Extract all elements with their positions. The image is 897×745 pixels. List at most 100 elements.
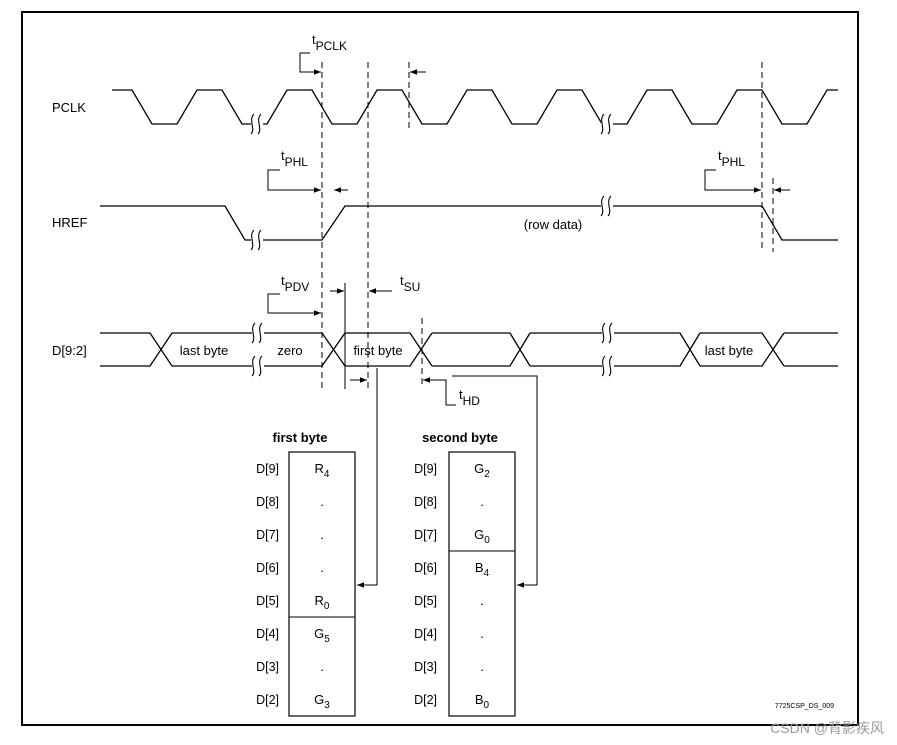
value-subscript: 3 — [324, 700, 330, 711]
value-base: G — [474, 461, 484, 476]
t-pclk-label: tPCLK — [312, 32, 347, 53]
table-row-pin: D[4] — [414, 627, 437, 641]
table-row-value: B4 — [475, 560, 490, 579]
table-row-value: . — [480, 626, 484, 641]
table-row-pin: D[4] — [256, 627, 279, 641]
t-pdv-arrow — [267, 293, 321, 316]
table-row-value: . — [480, 593, 484, 608]
value-base: R — [315, 593, 324, 608]
table-row-pin: D[7] — [256, 528, 279, 542]
table-row-value: B0 — [475, 692, 490, 711]
bus-cell-last-byte-start: last byte — [180, 343, 228, 358]
bus-cell-first-byte: first byte — [353, 343, 402, 358]
pclk-waveform — [112, 89, 838, 125]
t-su-symbol: t — [400, 273, 404, 288]
first-byte-table-title: first byte — [273, 430, 328, 445]
watermark: CSDN @背影疾风 — [770, 720, 884, 736]
table-row-value: . — [320, 494, 324, 509]
href-row-data-note: (row data) — [524, 217, 583, 232]
figure-code: 7725CSP_DS_009 — [775, 703, 834, 710]
second-byte-pointer-arrow — [452, 375, 538, 588]
diagram-frame — [21, 11, 859, 726]
bus-break-mark-right-top — [601, 322, 615, 344]
table-row-value: G3 — [314, 692, 330, 711]
second-byte-table-box — [448, 451, 516, 717]
value-subscript: 4 — [484, 568, 490, 579]
table-row-pin: D[5] — [256, 594, 279, 608]
value-subscript: 0 — [484, 700, 490, 711]
value-base: R — [315, 461, 324, 476]
table-row-value: . — [320, 527, 324, 542]
value-base: . — [320, 527, 324, 542]
table-row-value: G5 — [314, 626, 330, 645]
value-base: G — [314, 626, 324, 641]
t-hd-end-arrow — [423, 377, 456, 406]
first-byte-pointer-arrow — [357, 368, 378, 588]
second-byte-table-title: second byte — [422, 430, 498, 445]
t-su-subscript: SU — [404, 280, 421, 294]
t-phl-end-label: tPHL — [718, 148, 745, 169]
bus-break-mark-left-top — [251, 322, 265, 344]
t-phl-start-label: tPHL — [281, 148, 308, 169]
data-bus-label: D[9:2] — [52, 343, 87, 358]
bus-cell-zero: zero — [277, 343, 302, 358]
value-subscript: 0 — [484, 535, 490, 546]
value-subscript: 0 — [324, 601, 330, 612]
t-hd-subscript: HD — [463, 394, 481, 408]
pclk-label: PCLK — [52, 100, 86, 115]
table-row-pin: D[6] — [256, 561, 279, 575]
table-row-pin: D[8] — [256, 495, 279, 509]
t-phl-end-symbol: t — [718, 148, 722, 163]
t-pclk-symbol: t — [312, 32, 316, 47]
bus-break-mark-left-bottom — [251, 355, 265, 377]
value-base: . — [480, 659, 484, 674]
value-base: . — [480, 494, 484, 509]
second-byte-table: second byte D[9] G2 D[8] . D[7] G0 D[6] … — [414, 430, 516, 717]
t-pdv-label: tPDV — [281, 273, 309, 294]
table-row-pin: D[6] — [414, 561, 437, 575]
value-base: . — [480, 626, 484, 641]
href-break-mark-left — [250, 229, 264, 251]
value-subscript: 2 — [484, 469, 490, 480]
href-break-mark-right — [600, 195, 614, 217]
first-byte-table: first byte D[9] R4 D[8] . D[7] . D[6] . … — [256, 430, 356, 717]
table-row-value: . — [480, 659, 484, 674]
t-phl-end-arrow-a — [704, 169, 761, 193]
table-row-value: G2 — [474, 461, 490, 480]
table-row-value: . — [480, 494, 484, 509]
table-row-pin: D[3] — [414, 660, 437, 674]
table-row-pin: D[7] — [414, 528, 437, 542]
value-base: G — [314, 692, 324, 707]
table-row-value: R0 — [315, 593, 330, 612]
table-row-value: G0 — [474, 527, 490, 546]
t-phl-start-symbol: t — [281, 148, 285, 163]
table-row-pin: D[3] — [256, 660, 279, 674]
table-row-value: . — [320, 560, 324, 575]
value-base: . — [320, 659, 324, 674]
t-pdv-subscript: PDV — [285, 280, 310, 294]
value-base: . — [320, 560, 324, 575]
t-phl-end-subscript: PHL — [722, 155, 746, 169]
bus-break-mark-right-bottom — [601, 355, 615, 377]
table-row-pin: D[2] — [414, 693, 437, 707]
t-su-label: tSU — [400, 273, 420, 294]
value-base: G — [474, 527, 484, 542]
href-waveform — [100, 205, 838, 241]
t-phl-start-subscript: PHL — [285, 155, 309, 169]
table-row-pin: D[9] — [414, 462, 437, 476]
value-base: B — [475, 560, 484, 575]
value-base: . — [480, 593, 484, 608]
t-hd-label: tHD — [459, 387, 480, 408]
value-subscript: 5 — [324, 634, 330, 645]
value-base: B — [475, 692, 484, 707]
href-label: HREF — [52, 215, 87, 230]
pclk-break-mark-left — [250, 113, 264, 135]
table-row-pin: D[2] — [256, 693, 279, 707]
t-pclk-start-arrow — [299, 52, 321, 75]
value-base: . — [320, 494, 324, 509]
t-pclk-subscript: PCLK — [316, 39, 347, 53]
t-pdv-symbol: t — [281, 273, 285, 288]
table-row-value: . — [320, 659, 324, 674]
bus-cell-last-byte-end: last byte — [705, 343, 753, 358]
